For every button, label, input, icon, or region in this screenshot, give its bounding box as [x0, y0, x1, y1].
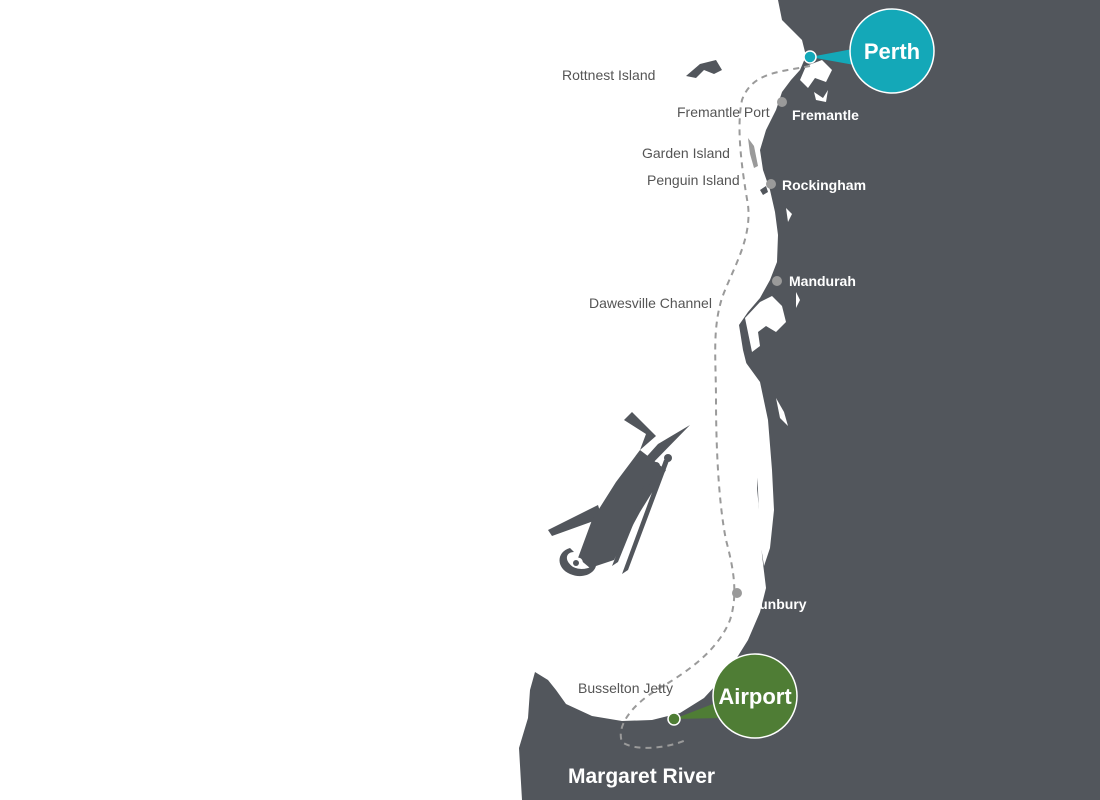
mandurah-label: Mandurah [789, 273, 856, 289]
busselton-jetty-label: Busselton Jetty [578, 680, 673, 696]
perth-label: Perth [864, 39, 920, 64]
airport-marker [667, 712, 681, 726]
perth-marker [803, 50, 817, 64]
rottnest-island [686, 60, 722, 78]
fremantle-port-label: Fremantle Port [677, 104, 770, 120]
fremantle-port-marker [777, 97, 787, 107]
rottnest-island-label: Rottnest Island [562, 67, 655, 83]
dawesville-channel-label: Dawesville Channel [589, 295, 712, 311]
route-line [619, 65, 811, 749]
seaplane-icon [548, 412, 690, 577]
rockingham-marker [766, 179, 776, 189]
airport-pointer [674, 702, 722, 719]
perth-pointer [810, 48, 860, 66]
penguin-island [760, 186, 768, 195]
mandurah-marker [772, 276, 782, 286]
bunbury-marker [732, 588, 742, 598]
bunbury-label: Bunbury [749, 596, 807, 612]
fremantle-label: Fremantle [792, 107, 859, 123]
airport-bubble [712, 653, 798, 739]
garden-island [748, 138, 758, 168]
perth-bubble [849, 8, 935, 94]
region-label: Margaret River [568, 765, 715, 788]
mainland [519, 0, 1100, 800]
town-markers [732, 97, 787, 598]
perth-callout: Perth [803, 8, 935, 94]
airport-label: Airport [718, 684, 792, 709]
garden-island-label: Garden Island [642, 145, 730, 161]
rockingham-label: Rockingham [782, 177, 866, 193]
airport-callout: Airport [667, 653, 798, 739]
penguin-island-label: Penguin Island [647, 172, 740, 188]
